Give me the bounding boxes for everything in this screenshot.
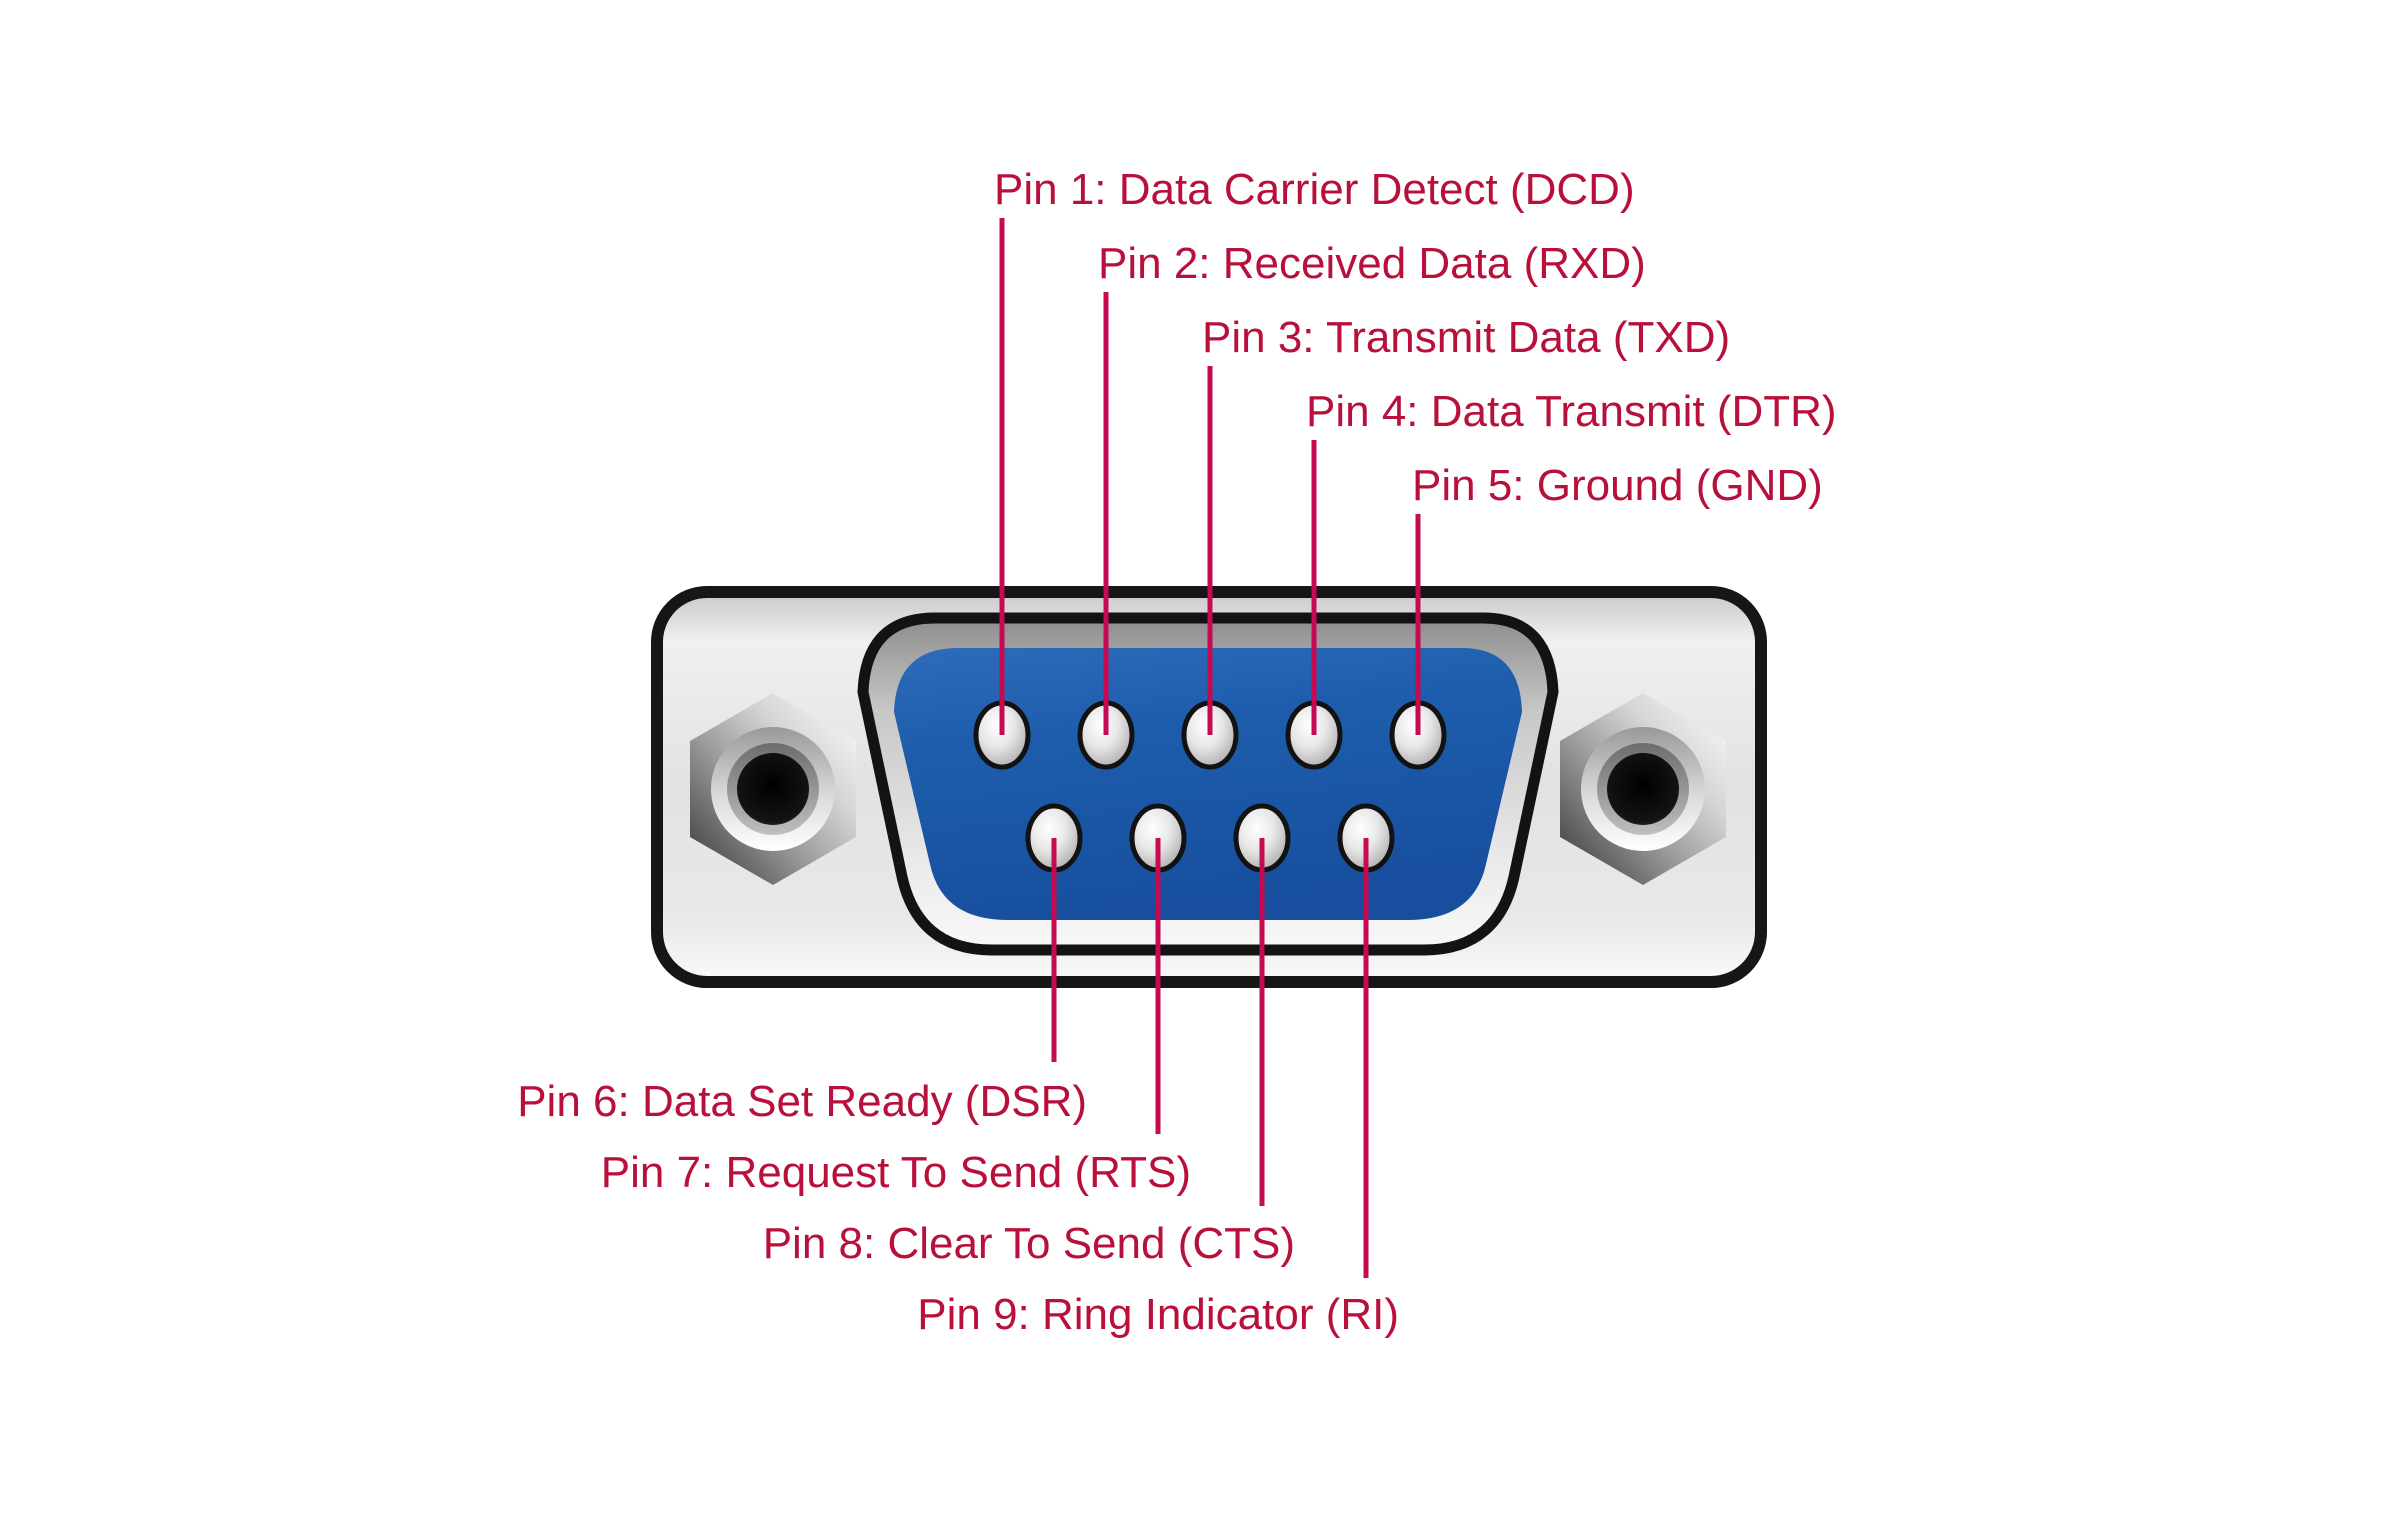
pin-5-label: Pin 5: Ground (GND) (1412, 461, 1823, 510)
pin-2-label: Pin 2: Received Data (RXD) (1098, 239, 1646, 288)
pin-4-label: Pin 4: Data Transmit (DTR) (1306, 387, 1837, 436)
pin-1-label: Pin 1: Data Carrier Detect (DCD) (994, 165, 1635, 214)
left-screw-hole (737, 753, 809, 825)
right-screw-nut (1560, 693, 1726, 885)
leader-lines (999, 218, 1421, 1278)
pin-3-label: Pin 3: Transmit Data (TXD) (1202, 313, 1731, 362)
pin-7-label: Pin 7: Request To Send (RTS) (600, 1148, 1191, 1197)
right-screw-hole (1607, 753, 1679, 825)
pin-8-label: Pin 8: Clear To Send (CTS) (762, 1219, 1295, 1268)
left-screw-nut (690, 693, 856, 885)
pin-9-label: Pin 9: Ring Indicator (RI) (917, 1290, 1399, 1339)
pin-6-label: Pin 6: Data Set Ready (DSR) (517, 1077, 1087, 1126)
